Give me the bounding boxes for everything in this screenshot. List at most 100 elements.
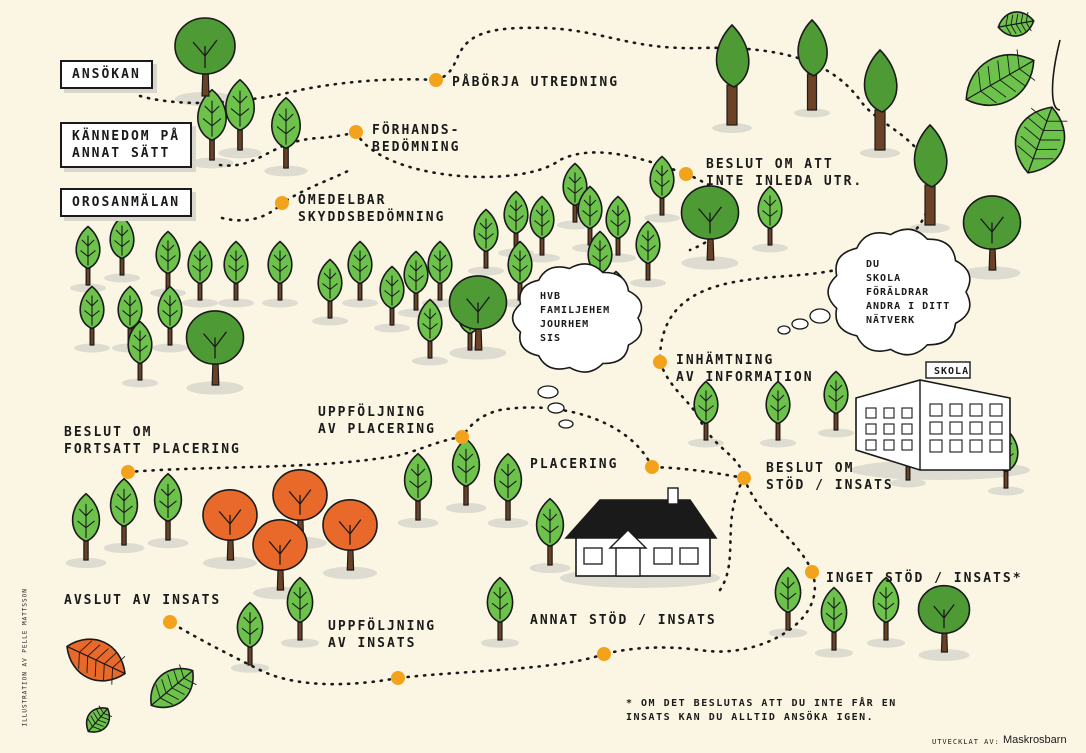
leaf xyxy=(85,705,113,733)
entry-box-ansokan: ANSÖKAN xyxy=(60,60,153,89)
step-beslut-inte-inleda: BESLUT OM ATT INTE INLEDA UTR. xyxy=(706,157,864,189)
step-dot xyxy=(429,73,443,87)
tree xyxy=(493,452,523,521)
tree xyxy=(157,285,183,346)
step-paborja-utredning: PÅBÖRJA UTREDNING xyxy=(452,75,620,90)
tree xyxy=(75,225,101,286)
tree xyxy=(187,240,213,301)
tree xyxy=(223,240,249,301)
step-dot xyxy=(597,647,611,661)
step-beslut-stod-insats: BESLUT OM STÖD / INSATS xyxy=(766,461,894,493)
tree xyxy=(317,258,343,319)
tree xyxy=(917,584,971,653)
step-dot xyxy=(679,167,693,181)
tree xyxy=(680,185,740,261)
tree xyxy=(267,240,293,301)
thought-cloud-placement xyxy=(511,263,643,373)
tree xyxy=(79,285,105,346)
step-dot xyxy=(349,125,363,139)
tree xyxy=(529,195,555,256)
tree xyxy=(473,208,499,269)
tree xyxy=(535,497,565,566)
entry-box-kannedom: KÄNNEDOM PÅ ANNAT SÄTT xyxy=(60,122,193,168)
step-uppfoljning-insats: UPPFÖLJNING AV INSATS xyxy=(328,619,437,651)
leaf xyxy=(150,664,197,709)
tree xyxy=(185,310,245,386)
step-dot xyxy=(645,460,659,474)
tree xyxy=(715,23,750,126)
step-dot xyxy=(737,471,751,485)
illustration-credit: ILLUSTRATION AV PELLE MATTSSON xyxy=(21,588,29,727)
school-illustration xyxy=(855,361,1011,471)
tree xyxy=(236,601,264,666)
brand-maskrosbarn: Maskrosbarn xyxy=(1003,734,1067,746)
tree xyxy=(448,275,508,351)
tree xyxy=(271,96,301,169)
tree xyxy=(403,452,433,521)
step-dot xyxy=(275,196,289,210)
tree xyxy=(117,285,143,346)
tree xyxy=(174,17,236,97)
tree xyxy=(872,576,900,641)
entry-label: KÄNNEDOM PÅ ANNAT SÄTT xyxy=(72,129,181,161)
school-sign: SKOLA xyxy=(934,366,970,377)
tree xyxy=(765,380,791,441)
house-illustration xyxy=(564,487,718,577)
tree xyxy=(635,220,661,281)
tree xyxy=(225,78,255,151)
step-uppfoljning-placering: UPPFÖLJNING AV PLACERING xyxy=(318,405,436,437)
cloud-network: DU SKOLA FÖRÄLDRAR ANDRA I DITT NÄTVERK xyxy=(866,259,951,326)
footnote: * OM DET BESLUTAS ATT DU INTE FÅR EN INS… xyxy=(626,698,897,723)
tree xyxy=(417,298,443,359)
step-dot xyxy=(805,565,819,579)
tree xyxy=(913,123,948,226)
tree xyxy=(693,380,719,441)
step-annat-stod: ANNAT STÖD / INSATS xyxy=(530,613,717,628)
tree xyxy=(503,190,529,251)
step-inget-stod: INGET STÖD / INSATS* xyxy=(826,571,1023,586)
cloud-placement-options: HVB FAMILJEHEM JOURHEM SIS xyxy=(540,291,611,344)
tree xyxy=(322,498,378,571)
step-omedelbar-skyddsbedomning: OMEDELBAR SKYDDSBEDÖMNING xyxy=(298,193,446,225)
tree xyxy=(379,265,405,326)
tree xyxy=(649,155,675,216)
tree xyxy=(109,477,139,546)
leaf xyxy=(997,11,1035,37)
tree xyxy=(347,240,373,301)
step-avslut-av-insats: AVSLUT AV INSATS xyxy=(64,593,222,608)
tree xyxy=(286,576,314,641)
tree xyxy=(451,437,481,506)
tree xyxy=(962,195,1022,271)
step-forhandsbedomning: FÖRHANDS- BEDÖMNING xyxy=(372,123,461,155)
dotted-route xyxy=(126,26,933,686)
tree xyxy=(197,88,227,161)
leaf xyxy=(66,638,126,685)
step-dot xyxy=(163,615,177,629)
step-placering: PLACERING xyxy=(530,457,619,472)
tree xyxy=(863,48,898,151)
tree xyxy=(403,250,429,311)
tree xyxy=(153,472,183,541)
leaf xyxy=(1014,106,1068,174)
tree xyxy=(605,195,631,256)
step-dot xyxy=(455,430,469,444)
tree xyxy=(486,576,514,641)
tree xyxy=(427,240,453,301)
tree xyxy=(71,492,101,561)
thought-cloud-network xyxy=(827,228,971,356)
step-dot xyxy=(391,671,405,685)
developed-by: UTVECKLAT AV: xyxy=(932,738,1000,746)
entry-label: OROSANMÄLAN xyxy=(72,195,181,210)
tree xyxy=(562,162,588,223)
step-inhamtning: INHÄMTNING AV INFORMATION xyxy=(676,353,814,385)
leaf xyxy=(965,49,1036,107)
entry-box-orosanmalan: OROSANMÄLAN xyxy=(60,188,193,217)
step-dot xyxy=(653,355,667,369)
tree xyxy=(109,215,135,276)
tree xyxy=(823,370,849,431)
step-dot xyxy=(121,465,135,479)
tree xyxy=(127,320,153,381)
tree xyxy=(820,586,848,651)
